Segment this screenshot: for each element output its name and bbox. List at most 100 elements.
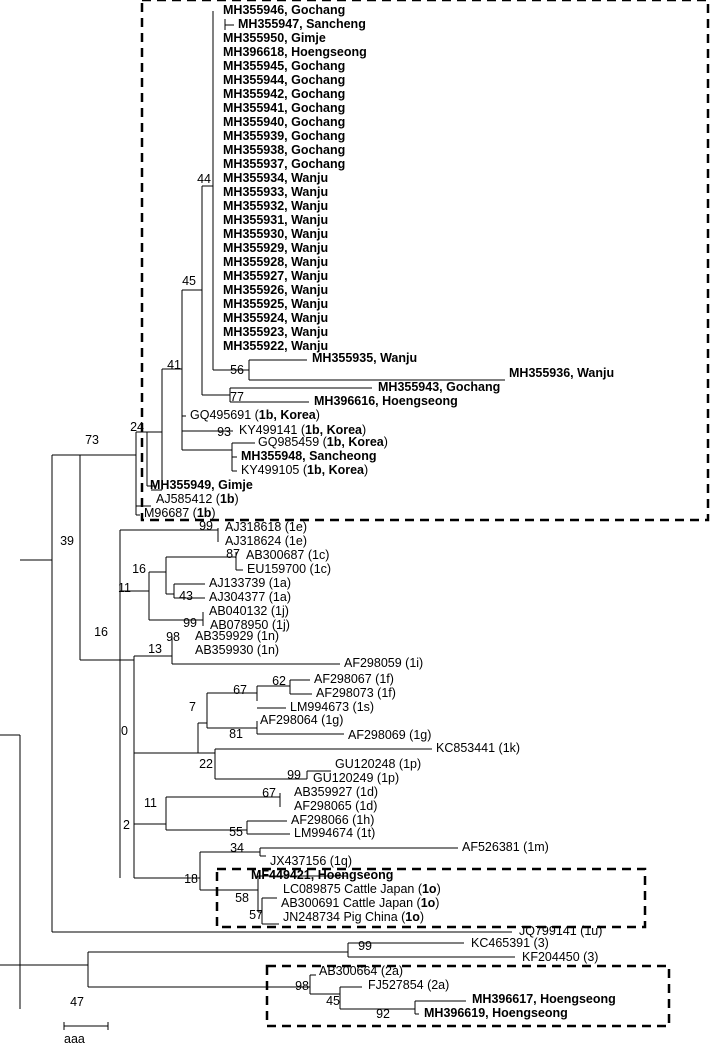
bootstrap-value-n47: 47 [70, 995, 84, 1009]
leaf-label-gq: GQ495691 (1b, Korea) [190, 408, 320, 422]
leaf-label-g6: MH355944, Gochang [223, 73, 345, 87]
scale-bar-label: aaa [64, 1032, 85, 1045]
bootstrap-value-n99x: 99 [358, 939, 372, 953]
box-2a-clade [265, 964, 671, 1028]
bootstrap-value-n16: 16 [94, 625, 108, 639]
leaf-label-g20: MH355927, Wanju [223, 269, 328, 283]
leaf-label-j2: AB078950 (1j) [210, 618, 290, 632]
leaf-label-w35: MH355935, Wanju [312, 351, 417, 365]
leaf-label-g5: MH355945, Gochang [223, 59, 345, 73]
leaf-label-t1: LM994674 (1t) [294, 826, 375, 840]
leaf-label-p1: GU120248 (1p) [335, 757, 421, 771]
bootstrap-value-n34: 34 [230, 841, 244, 855]
leaf-label-f1: AF298067 (1f) [314, 672, 394, 686]
leaf-label-g23: MH355924, Wanju [223, 311, 328, 325]
leaf-label-c2: EU159700 (1c) [247, 562, 331, 576]
leaf-label-g2: MH355947, Sancheng [238, 17, 366, 31]
leaf-label-o2: AB300691 Cattle Japan (1o) [281, 896, 439, 910]
leaf-label-e1: AJ318618 (1e) [225, 520, 307, 534]
bootstrap-value-n39: 39 [60, 534, 74, 548]
bootstrap-value-n99j: 99 [183, 616, 197, 630]
leaf-label-g21: MH355926, Wanju [223, 283, 328, 297]
bootstrap-value-n45: 45 [182, 274, 196, 288]
leaf-label-g17: MH355930, Wanju [223, 227, 328, 241]
leaf-label-g25: MH355922, Wanju [223, 339, 328, 353]
leaf-label-h1: AF298066 (1h) [291, 813, 374, 827]
highlight-boxes [140, 0, 710, 1028]
leaf-label-x1: KC465391 (3) [471, 936, 549, 950]
bootstrap-value-n18: 18 [184, 872, 198, 886]
bootstrap-value-n7: 7 [189, 700, 196, 714]
leaf-label-g7: MH355942, Gochang [223, 87, 345, 101]
leaf-label-g13: MH355934, Wanju [223, 171, 328, 185]
leaf-label-g22: MH355925, Wanju [223, 297, 328, 311]
leaf-label-y3: MH396617, Hoengseong [472, 992, 616, 1006]
leaf-label-f2: AF298073 (1f) [316, 686, 396, 700]
leaf-label-g10: MH355939, Gochang [223, 129, 345, 143]
leaf-label-g24: MH355923, Wanju [223, 325, 328, 339]
leaf-label-gim: MH355949, Gimje [150, 478, 253, 492]
bootstrap-value-n62: 62 [272, 674, 286, 688]
leaf-label-d1: AB359927 (1d) [294, 785, 378, 799]
leaf-label-g15: MH355932, Wanju [223, 199, 328, 213]
leaf-label-a1: AJ133739 (1a) [209, 576, 291, 590]
leaf-label-gg2: AF298069 (1g) [348, 728, 431, 742]
leaf-label-s1: LM994673 (1s) [290, 700, 374, 714]
bootstrap-value-n99p: 99 [287, 768, 301, 782]
leaf-label-a2: AJ304377 (1a) [209, 590, 291, 604]
leaf-label-g9: MH355940, Gochang [223, 115, 345, 129]
bootstrap-value-n92: 92 [376, 1007, 390, 1021]
bootstrap-value-n13: 13 [148, 642, 162, 656]
leaf-label-m96: M96687 (1b) [144, 506, 216, 520]
leaf-label-y1: AB300664 (2a) [319, 964, 403, 978]
leaf-label-i1: AF298059 (1i) [344, 656, 423, 670]
bootstrap-value-n58: 58 [235, 891, 249, 905]
bootstrap-value-n0: 0 [121, 724, 128, 738]
bootstrap-value-n81: 81 [229, 727, 243, 741]
leaf-label-y4: MH396619, Hoengseong [424, 1006, 568, 1020]
leaf-label-c43: MH355943, Gochang [378, 380, 500, 394]
leaf-label-g18: MH355929, Wanju [223, 241, 328, 255]
leaf-label-u1: JQ799141 (1u) [519, 924, 602, 938]
leaf-label-m1: AF526381 (1m) [462, 840, 549, 854]
bootstrap-value-n87: 87 [226, 547, 240, 561]
leaf-label-n1: AB359929 (1n) [195, 629, 279, 643]
leaf-label-g19: MH355928, Wanju [223, 255, 328, 269]
bootstrap-value-n16b: 16 [132, 562, 146, 576]
leaf-label-g12: MH355937, Gochang [223, 157, 345, 171]
bootstrap-value-n24: 24 [130, 420, 144, 434]
bootstrap-value-n98y: 98 [295, 979, 309, 993]
leaf-label-g8: MH355941, Gochang [223, 101, 345, 115]
leaf-label-g11: MH355938, Gochang [223, 143, 345, 157]
bootstrap-value-n55: 55 [229, 825, 243, 839]
bootstrap-value-n67d: 67 [262, 786, 276, 800]
leaf-label-s48: MH355948, Sancheong [241, 449, 376, 463]
tree-branches [0, 11, 515, 1015]
leaf-label-ky2: KY499105 (1b, Korea) [241, 463, 368, 477]
leaf-label-g3: MH355950, Gimje [223, 31, 326, 45]
bootstrap-value-n56: 56 [230, 363, 244, 377]
leaf-label-x2: KF204450 (3) [522, 950, 598, 964]
leaf-label-ky1: KY499141 (1b, Korea) [239, 423, 366, 437]
leaf-label-q1: JX437156 (1q) [270, 854, 352, 868]
leaf-label-h16: MH396616, Hoengseong [314, 394, 458, 408]
bootstrap-value-n41: 41 [167, 358, 181, 372]
leaf-label-o3: JN248734 Pig China (1o) [283, 910, 424, 924]
leaf-label-c1: AB300687 (1c) [246, 548, 329, 562]
bootstrap-value-n99e: 99 [199, 519, 213, 533]
box-1b-clade [140, 0, 710, 522]
leaf-label-g1: MH355946, Gochang [223, 3, 345, 17]
leaf-label-g14: MH355933, Wanju [223, 185, 328, 199]
leaf-label-d2: AF298065 (1d) [294, 799, 377, 813]
bootstrap-value-n57: 57 [249, 908, 263, 922]
bootstrap-value-n73: 73 [85, 433, 99, 447]
bootstrap-value-n44: 44 [197, 172, 211, 186]
leaf-label-o0: MF449421, Hoengseong [251, 868, 393, 882]
leaf-label-gg1: AF298064 (1g) [260, 713, 343, 727]
leaf-label-j1: AB040132 (1j) [209, 604, 289, 618]
leaf-label-aj5: AJ585412 (1b) [156, 492, 239, 506]
bootstrap-value-n67: 67 [233, 683, 247, 697]
